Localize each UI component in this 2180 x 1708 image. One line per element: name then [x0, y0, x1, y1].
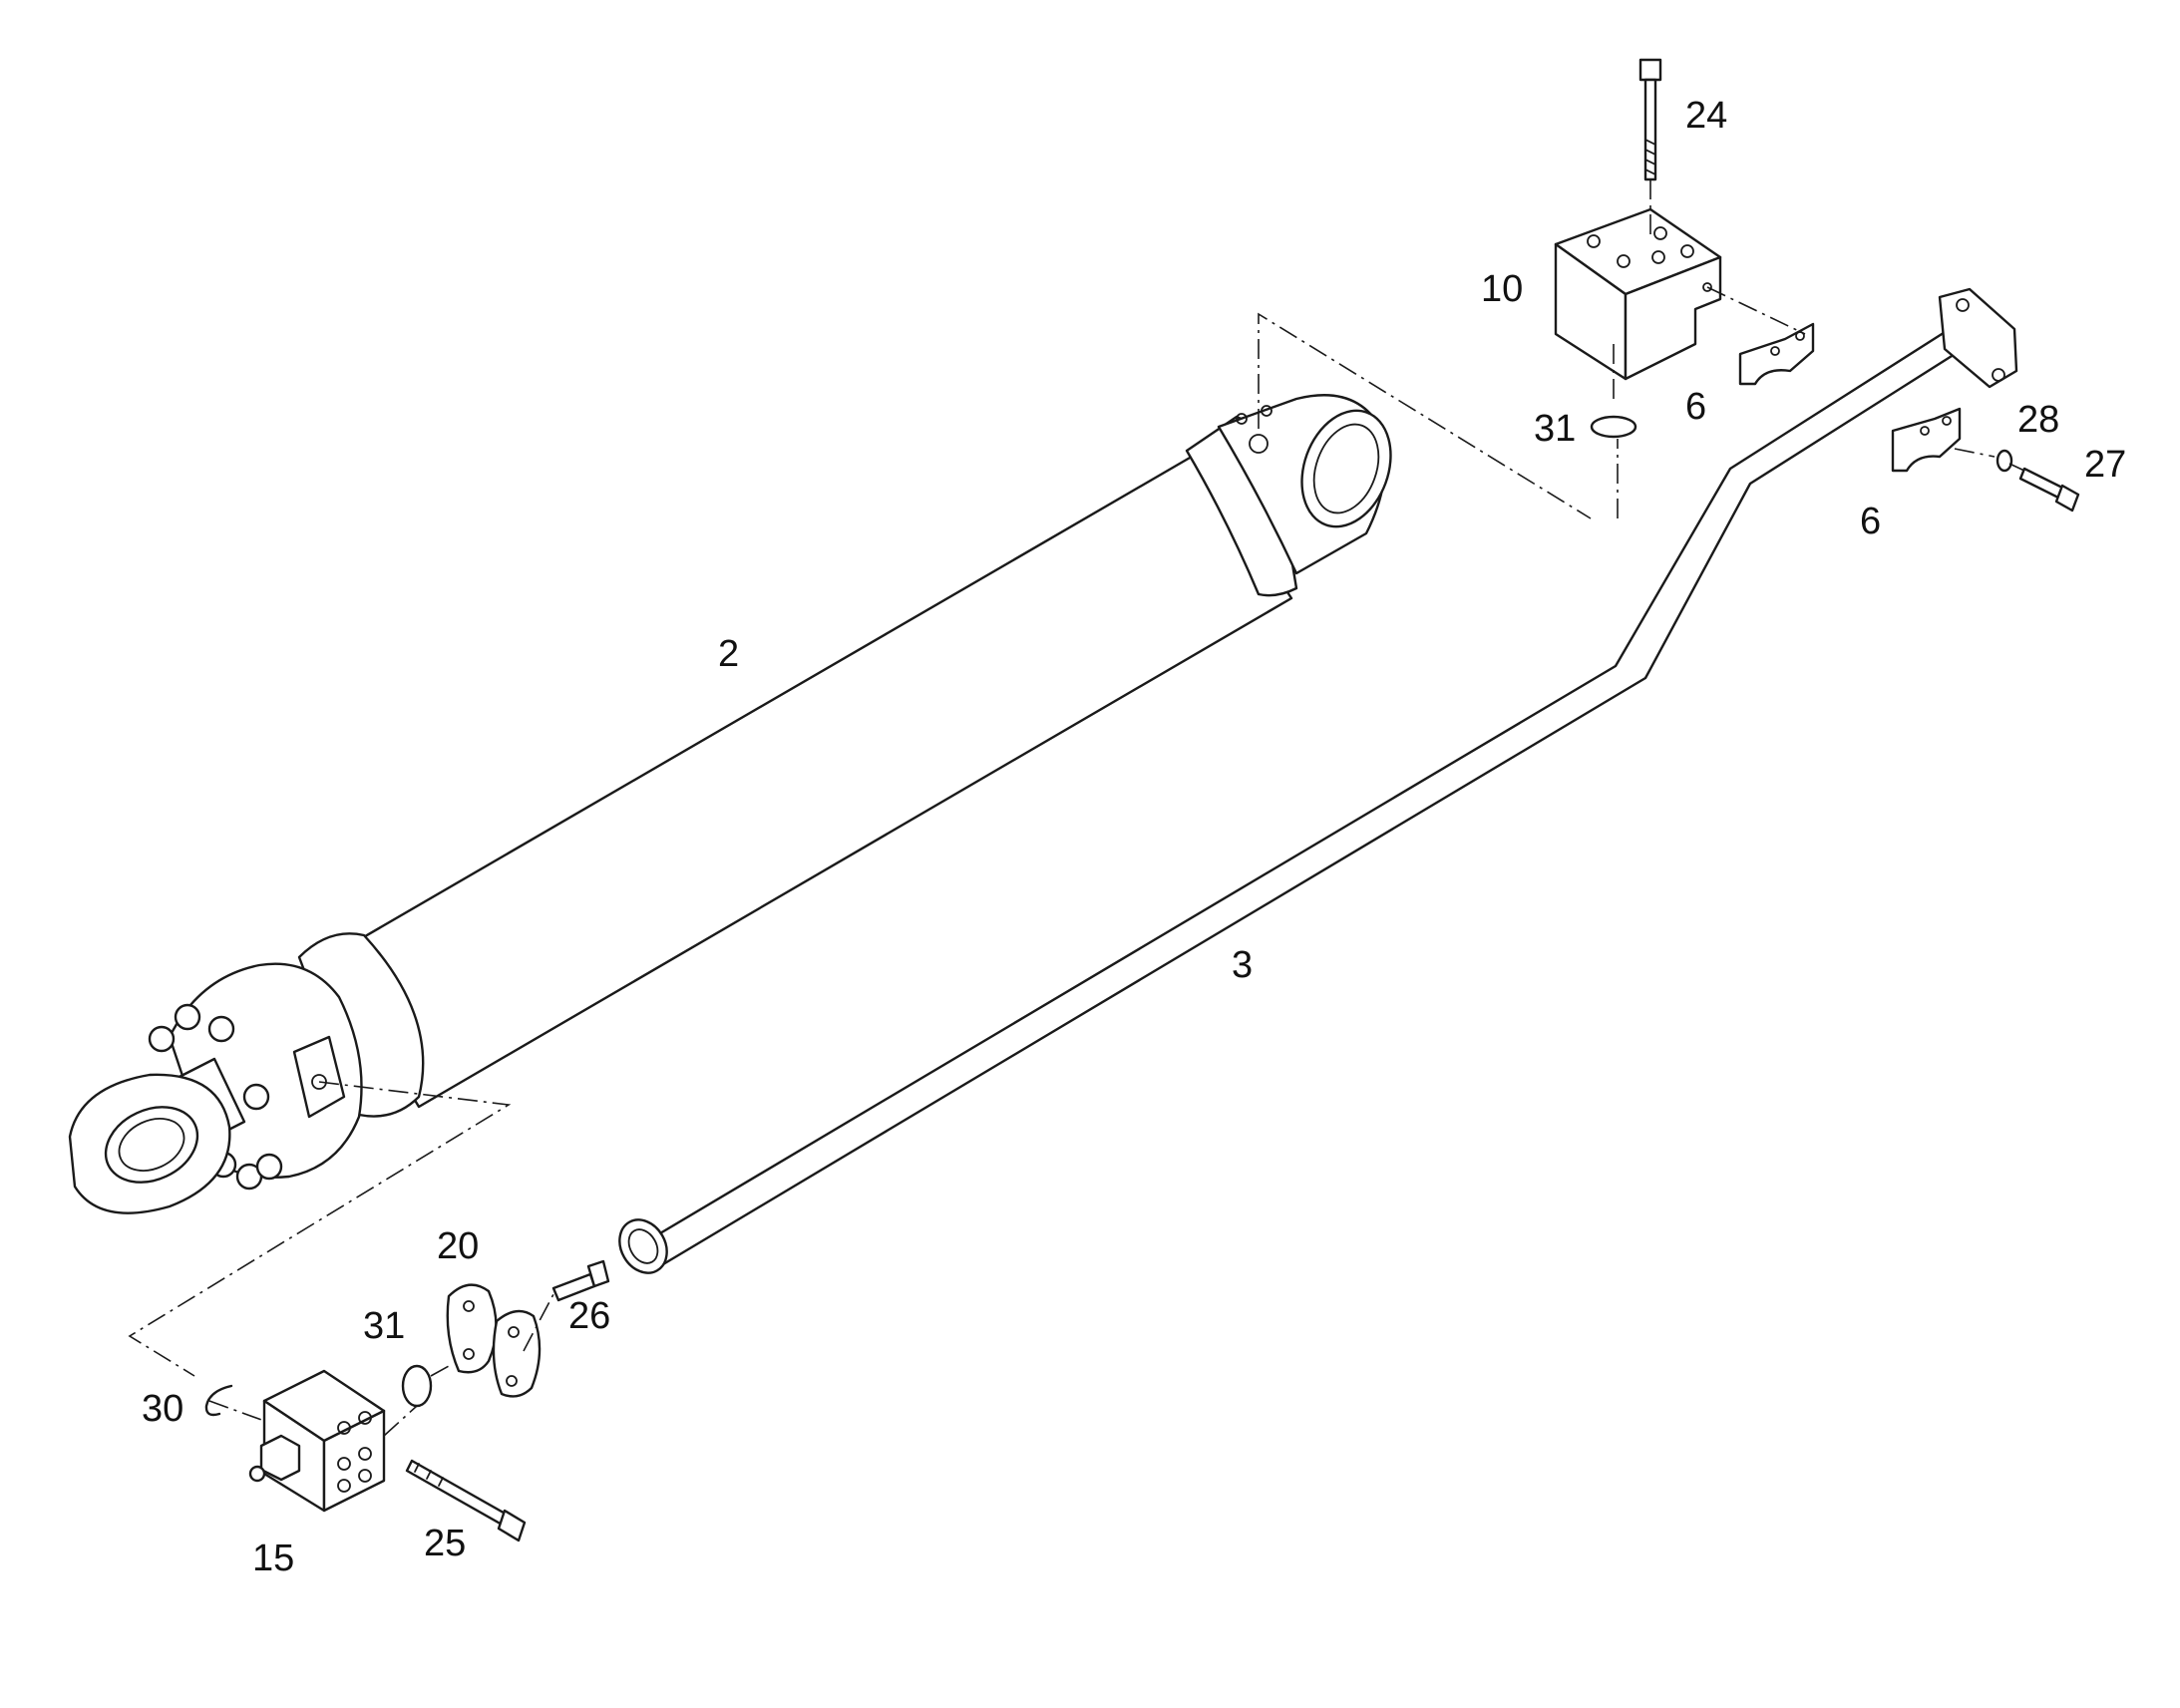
callout-26: 26 [568, 1295, 610, 1337]
rod-eye-bore [104, 1106, 199, 1184]
callout-2: 2 [718, 633, 739, 675]
valve-block-15 [248, 1369, 386, 1513]
o-ring-30 [204, 1384, 233, 1417]
bolt-24 [1638, 58, 1662, 181]
flange-port-block [292, 1035, 346, 1119]
assembly-leader-lines [128, 179, 2025, 1437]
callout-6-upper: 6 [1685, 386, 1706, 428]
cylinder-barrel [327, 452, 1293, 1109]
bolt-26 [551, 1259, 610, 1302]
callout-27: 27 [2084, 444, 2126, 486]
pipe-clamp-6-upper [1738, 322, 1815, 386]
callout-31-lower: 31 [363, 1305, 405, 1347]
valve-block-10 [1554, 207, 1722, 381]
callout-labels: 2 3 6 6 10 15 20 24 25 26 27 28 30 31 31 [142, 95, 2126, 1579]
split-flange-20 [446, 1283, 542, 1398]
pipe-end-flange [1938, 287, 2018, 389]
washer-28 [1996, 449, 2013, 473]
callout-31-upper: 31 [1534, 408, 1576, 450]
hydraulic-pipe [618, 287, 2018, 1274]
cylinder-head-ring [297, 932, 425, 1118]
pipe-clamp-6-lower [1891, 407, 1962, 473]
bolt-25 [405, 1459, 527, 1542]
callout-25: 25 [424, 1523, 466, 1564]
callout-20: 20 [437, 1225, 479, 1267]
o-ring-31-lower [401, 1364, 433, 1408]
callout-3: 3 [1232, 944, 1253, 986]
callout-28: 28 [2017, 399, 2059, 441]
bolt-27 [2018, 467, 2080, 512]
o-ring-31-upper [1590, 415, 1637, 439]
callout-10: 10 [1481, 268, 1523, 310]
callout-30: 30 [142, 1388, 183, 1430]
callout-24: 24 [1685, 95, 1727, 137]
hydraulic-cylinder [68, 394, 1392, 1214]
callout-15: 15 [252, 1537, 294, 1579]
pipe-end-fitting [618, 1218, 668, 1274]
callout-6-lower: 6 [1860, 501, 1881, 542]
rear-clevis-eye [1300, 409, 1392, 528]
